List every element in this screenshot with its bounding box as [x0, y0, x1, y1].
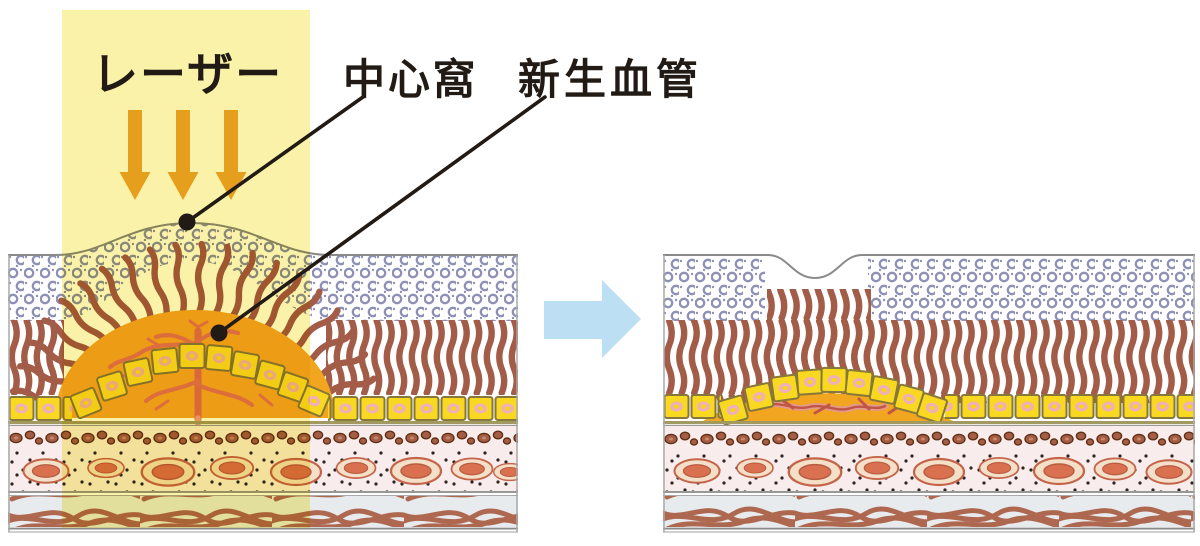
neovessel-label: 新生血管 — [518, 56, 703, 103]
panel-side-edges — [663, 255, 1195, 532]
retina-surface-line — [663, 254, 1195, 280]
laser-arrow-icon — [119, 110, 151, 200]
transition-arrow-icon — [544, 280, 641, 358]
rpe-layer — [663, 366, 1195, 426]
laser-arrow-icon — [215, 110, 247, 200]
ganglion-cell-layer — [663, 257, 1195, 321]
laser-label: レーザー — [92, 48, 284, 100]
scarred-vessel — [760, 397, 903, 415]
sclera-layer — [8, 496, 518, 527]
fovea-label: 中心窩 — [343, 56, 479, 103]
fovea-pointer-line — [185, 95, 365, 224]
laser-arrow-icon — [167, 110, 199, 200]
rpe-layer — [8, 343, 518, 421]
retina-after-panel — [663, 254, 1195, 533]
bruchs-membrane — [8, 421, 518, 425]
choroid-layer — [663, 426, 1195, 491]
sclera-layer — [663, 496, 1195, 527]
retina-before-panel — [8, 221, 518, 533]
bruchs-membrane — [663, 421, 1195, 425]
choroid-layer — [8, 426, 518, 491]
laser-arrows — [119, 110, 247, 200]
